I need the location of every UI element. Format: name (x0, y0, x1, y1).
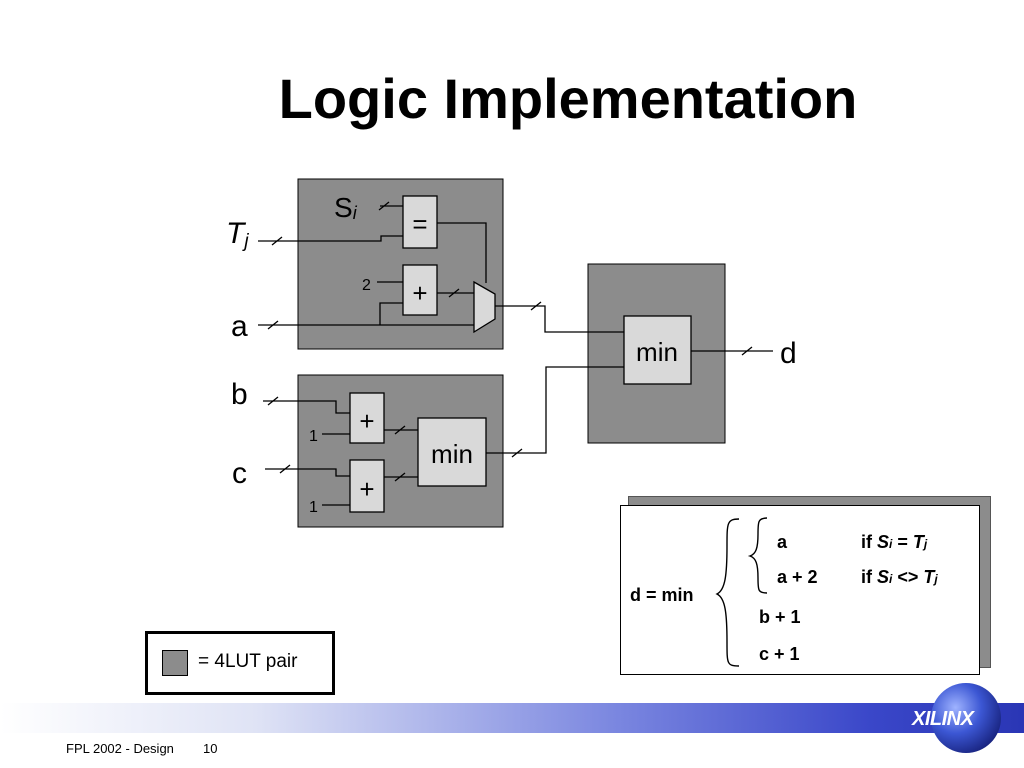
eq-label: = (412, 209, 427, 239)
mux (473, 280, 496, 334)
xilinx-logo: XILINX (912, 708, 974, 730)
eq-box (402, 195, 438, 249)
min-outer-box (623, 315, 692, 385)
legend: = 4LUT pair (145, 631, 335, 695)
slide-title: Logic Implementation (278, 67, 858, 130)
wire-c (265, 468, 350, 477)
page-number: 10 (203, 741, 218, 756)
footer-bar (0, 703, 1024, 733)
legend-swatch (162, 650, 188, 676)
globe-icon (931, 683, 1001, 753)
wire-a-tap (379, 302, 403, 325)
lut-block-top (297, 178, 504, 350)
label-c: c (232, 457, 247, 490)
const-one-c: 1 (309, 499, 318, 516)
formula-lhs: d = min (630, 585, 694, 605)
formula-braces (715, 517, 768, 667)
plus-b-label: + (359, 406, 374, 436)
formula-row-expr: a + 2 (777, 567, 818, 587)
min-inner-label: min (431, 439, 473, 469)
const-two: 2 (362, 277, 371, 294)
footer-text: FPL 2002 - Design (66, 741, 174, 756)
label-d: d (780, 337, 797, 370)
label-b: b (231, 378, 248, 411)
label-si: Si (334, 192, 358, 223)
formula-row-cond: if Si = Tj (861, 532, 928, 552)
wire-mux-out (495, 305, 624, 333)
formula-row-expr: b + 1 (759, 607, 801, 627)
min-outer-label: min (636, 337, 678, 367)
plus-b-box (349, 392, 385, 444)
wire-tj (258, 235, 403, 242)
label-tj: Tj (226, 217, 249, 252)
plus-c-label: + (359, 474, 374, 504)
plus-c-box (349, 459, 385, 513)
wire-eq-out (437, 222, 487, 283)
logic-diagram: = + + + min min 2 1 1 Si Tj a b c d (226, 178, 797, 528)
label-a: a (231, 310, 248, 343)
wire-b (263, 400, 350, 414)
formula-row-expr: a (777, 532, 788, 552)
plus-top-label: + (412, 278, 427, 308)
plus-top-box (402, 264, 438, 316)
const-one-b: 1 (309, 428, 318, 445)
legend-text: = 4LUT pair (198, 651, 298, 672)
formula-row-cond: if Si <> Tj (861, 567, 938, 587)
formula-row-expr: c + 1 (759, 644, 800, 664)
min-inner-box (417, 417, 487, 487)
formula-box: d = min a if Si = Tj a + 2 if Si <> Tj b… (620, 505, 980, 675)
